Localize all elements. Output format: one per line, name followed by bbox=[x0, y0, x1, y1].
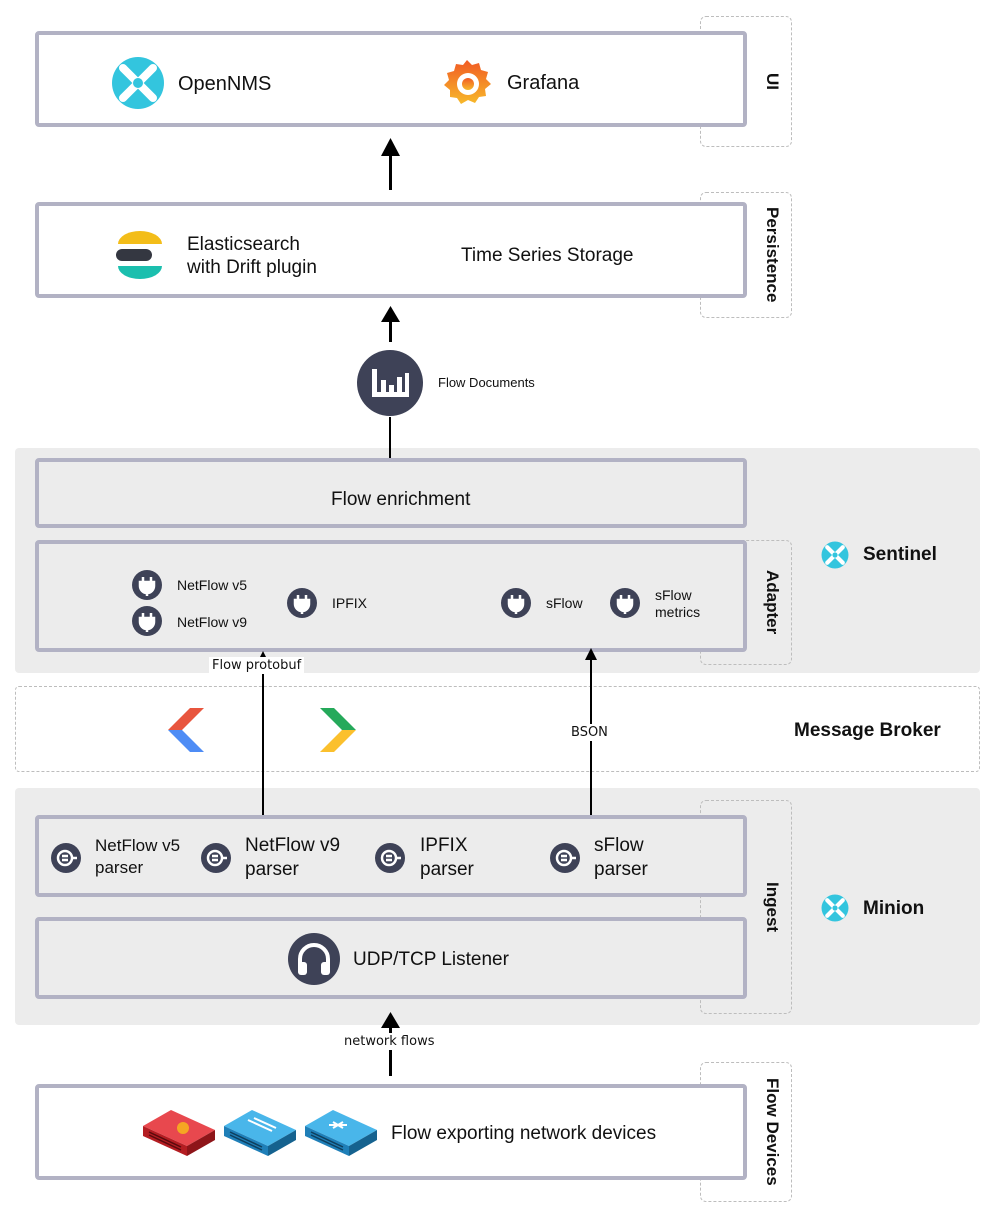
adapter-ipfix-label: IPFIX bbox=[332, 595, 368, 611]
layer-label-persistence: Persistence bbox=[763, 207, 782, 303]
parser-ipfix-label-1: IPFIX bbox=[420, 835, 468, 856]
layer-label-flow-devices: Flow Devices bbox=[763, 1078, 782, 1186]
line-enrichment-to-docs bbox=[389, 417, 391, 459]
broker-chevron-icon bbox=[320, 708, 356, 752]
parser-netflow-v9-label-1: NetFlow v9 bbox=[245, 835, 341, 856]
arrow-docs-to-persistence-shaft bbox=[389, 318, 392, 342]
headphones-icon bbox=[288, 933, 340, 985]
plug-icon bbox=[287, 588, 317, 618]
parser-icon bbox=[550, 843, 580, 873]
arrow-persistence-to-ui-shaft bbox=[389, 152, 392, 190]
bson-label: BSON bbox=[568, 724, 611, 741]
parser-sflow-label-1: sFlow bbox=[594, 835, 644, 856]
parser-sflow-label-2: parser bbox=[594, 859, 648, 880]
opennms-sentinel-icon bbox=[821, 541, 849, 569]
parser-netflow-v5-label-1: NetFlow v5 bbox=[95, 836, 181, 855]
parser-ipfix-label-2: parser bbox=[420, 859, 474, 880]
firewall-device-icon bbox=[143, 1110, 215, 1156]
kafka-chevron-icon bbox=[168, 708, 204, 752]
adapter-netflow-v5-label: NetFlow v5 bbox=[177, 577, 248, 593]
listener-box bbox=[35, 917, 747, 999]
arrow-up-icon bbox=[381, 1012, 400, 1028]
minion-title: Minion bbox=[863, 898, 925, 919]
parser-icon bbox=[201, 843, 231, 873]
plug-icon bbox=[132, 570, 162, 600]
parser-netflow-v5-label-2: parser bbox=[95, 858, 144, 877]
network-flows-shaft bbox=[389, 1024, 392, 1076]
persistence-box bbox=[35, 202, 747, 298]
adapter-netflow-v9-label: NetFlow v9 bbox=[177, 614, 248, 630]
layer-label-adapter: Adapter bbox=[763, 570, 782, 635]
flow-documents-chart-icon bbox=[357, 350, 423, 416]
switch-device-icon bbox=[224, 1110, 296, 1156]
plug-icon bbox=[501, 588, 531, 618]
arrow-up-icon bbox=[381, 138, 400, 156]
flow-enrichment-box bbox=[35, 458, 747, 528]
arrow-up-icon bbox=[381, 306, 400, 322]
elasticsearch-logo-icon bbox=[116, 231, 162, 279]
adapter-sflow-metrics-label-2: metrics bbox=[655, 604, 701, 620]
adapter-sflow-metrics-label-1: sFlow bbox=[655, 587, 692, 603]
parser-icon bbox=[51, 843, 81, 873]
ingest-layer-frame bbox=[700, 800, 792, 1014]
parser-netflow-v9-label-2: parser bbox=[245, 859, 299, 880]
time-series-storage-label: Time Series Storage bbox=[461, 245, 634, 266]
message-broker-title: Message Broker bbox=[794, 720, 941, 741]
flow-exporting-devices-label: Flow exporting network devices bbox=[391, 1123, 657, 1144]
layer-label-ui: UI bbox=[763, 73, 782, 90]
opennms-minion-icon bbox=[821, 894, 849, 922]
drift-plugin-label: with Drift plugin bbox=[187, 257, 317, 278]
sentinel-title: Sentinel bbox=[863, 544, 937, 565]
grafana-label: Grafana bbox=[507, 72, 580, 94]
flow-protobuf-line bbox=[262, 657, 264, 815]
flow-protobuf-label: Flow protobuf bbox=[209, 657, 305, 674]
elasticsearch-label: Elasticsearch bbox=[187, 234, 300, 255]
udp-tcp-listener-label: UDP/TCP Listener bbox=[353, 949, 509, 970]
arrow-up-icon bbox=[585, 648, 597, 660]
plug-icon bbox=[132, 606, 162, 636]
parser-icon bbox=[375, 843, 405, 873]
plug-icon bbox=[610, 588, 640, 618]
flow-documents-label: Flow Documents bbox=[438, 375, 535, 390]
opennms-label: OpenNMS bbox=[178, 73, 272, 95]
opennms-logo-icon bbox=[112, 57, 164, 109]
adapter-sflow-label: sFlow bbox=[546, 595, 583, 611]
layer-label-ingest: Ingest bbox=[763, 881, 782, 933]
router-device-icon bbox=[305, 1110, 377, 1156]
network-flows-label: network flows bbox=[341, 1033, 438, 1050]
grafana-logo-icon bbox=[444, 60, 491, 104]
flow-enrichment-label: Flow enrichment bbox=[331, 489, 471, 510]
